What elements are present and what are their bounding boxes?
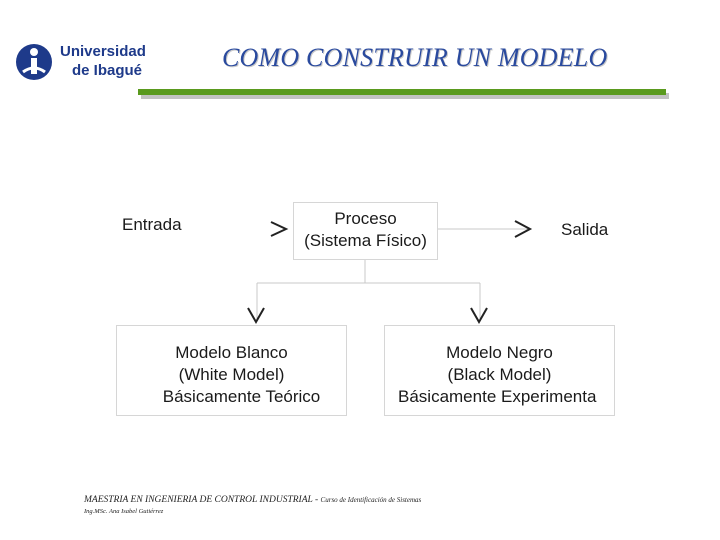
process-text: Proceso (Sistema Físico) [293,208,438,252]
arrowhead-to-white-model [247,307,265,325]
white-model-line3: Básicamente Teórico [162,387,321,406]
footer-program: MAESTRIA EN INGENIERIA DE CONTROL INDUST… [84,495,421,505]
title-rule-shadow [141,93,669,99]
slide-title: COMO CONSTRUIR UN MODELO [222,43,608,72]
footer-course-name: Curso de Identificación de Sistemas [320,496,422,504]
logo-text: Universidad de Ibagué [60,42,146,80]
white-model-line1: Modelo Blanco [175,343,288,362]
white-model-line2: (White Model) [178,365,285,384]
footer-author: Ing.MSc. Ana Isabel Gutiérrez [84,508,164,515]
black-model-box [384,325,615,416]
white-model-box [116,325,347,416]
black-model-text: Modelo Negro (Black Model) Básicamente E… [384,342,615,408]
arrowhead-to-output [514,220,533,238]
process-line1: Proceso [334,209,397,228]
footer-program-name: MAESTRIA EN INGENIERIA DE CONTROL INDUST… [84,495,319,505]
logo-line1: Universidad [60,43,146,60]
input-label: Entrada [122,215,182,234]
black-model-line3: Básicamente Experimenta [398,387,597,406]
black-model-line2: (Black Model) [447,365,552,384]
process-line2: (Sistema Físico) [304,231,427,250]
logo-emblem-icon [16,44,52,80]
white-model-text: Modelo Blanco (White Model) Básicamente … [116,342,347,408]
arrowhead-to-black-model [470,307,488,325]
arrowhead-to-process [270,221,289,237]
university-logo: Universidad de Ibagué [14,42,146,82]
logo-line2: de Ibagué [72,62,143,79]
process-box [293,202,438,260]
output-label: Salida [561,220,609,239]
title-rule [138,89,666,95]
black-model-line1: Modelo Negro [446,343,553,362]
